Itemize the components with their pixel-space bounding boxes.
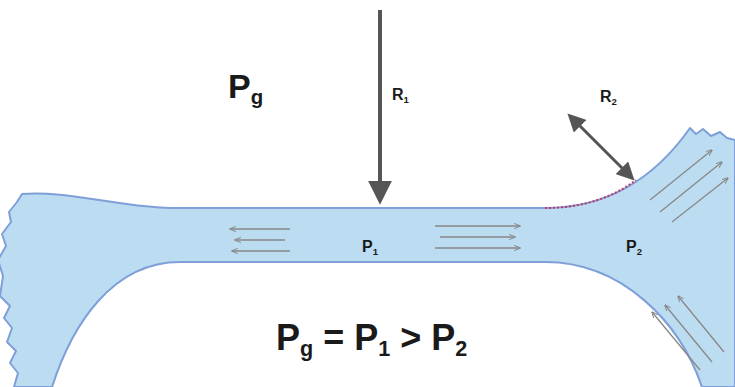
pressure-equation: Pg = P1 > P2 [276,318,467,361]
radius-arrow [378,10,382,200]
flow-lines [230,150,728,370]
curvature-highlight [545,180,636,208]
liquid-film [0,128,735,387]
radius-arrow [570,116,632,178]
gas-pressure-label: Pg [228,68,263,109]
radius-label: R1 [392,86,409,105]
pressure-label: P2 [626,238,642,257]
radius-label: R2 [600,88,617,107]
pressure-label: P1 [362,238,378,257]
